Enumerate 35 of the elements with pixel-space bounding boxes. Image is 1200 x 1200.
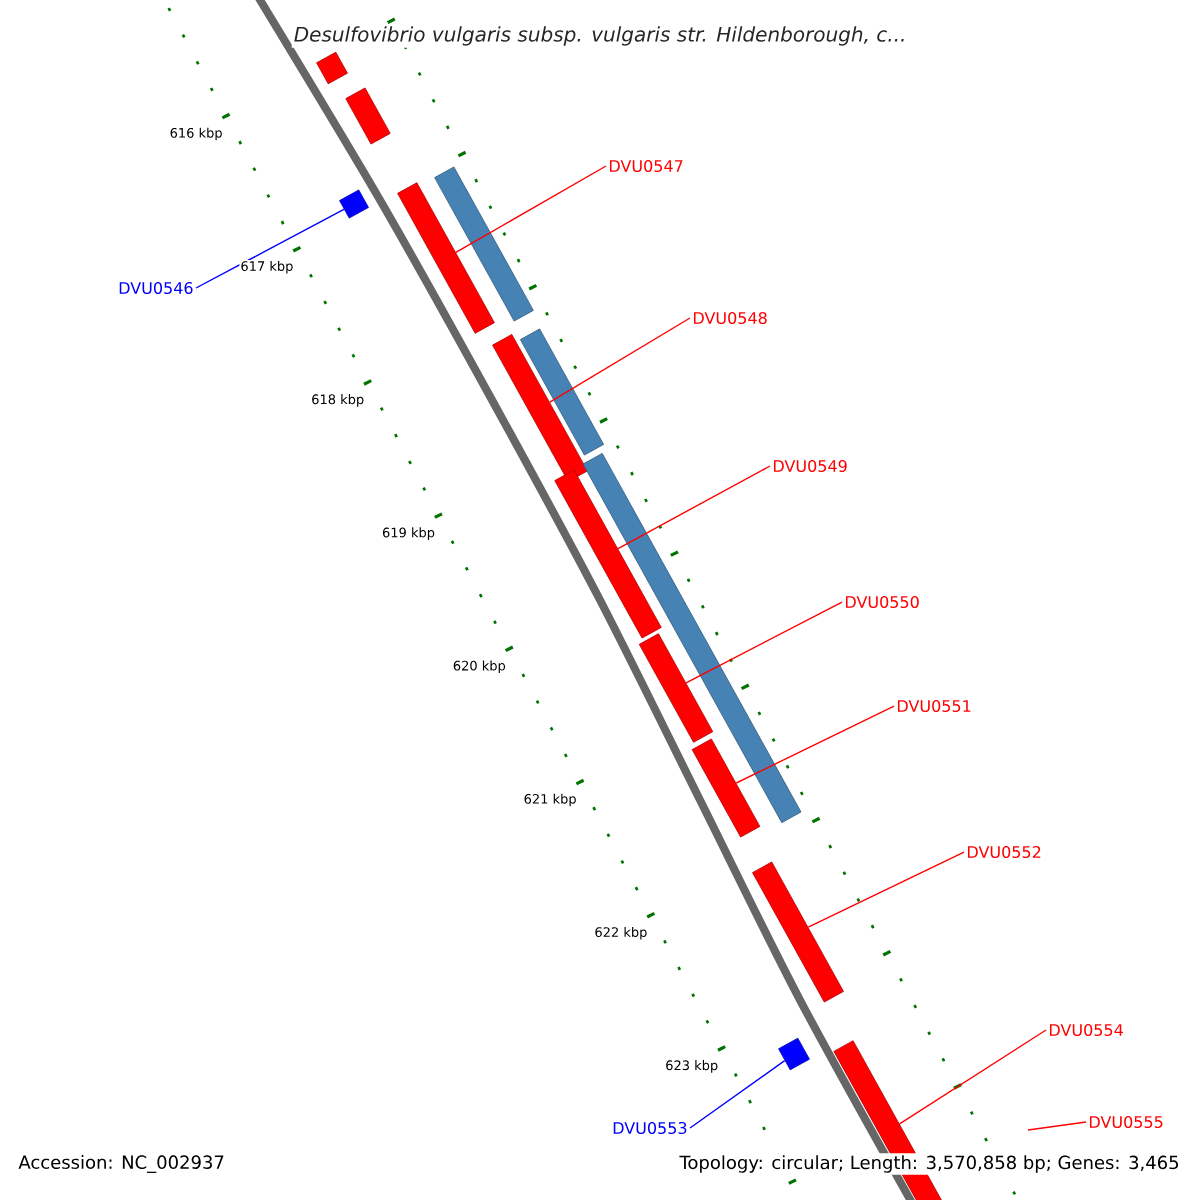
leader-line bbox=[1027, 1121, 1087, 1131]
leader-line bbox=[195, 208, 345, 289]
gene-label: DVU0553 bbox=[613, 1121, 687, 1135]
leader-line bbox=[735, 705, 895, 784]
gene-label: DVU0549 bbox=[774, 459, 847, 473]
footer-text: Topology: circular; Length: 3,570,858 bp; Genes: 3,465 bbox=[677, 1153, 1182, 1175]
title: Desulfovibrio vulgaris subsp. vulgaris str. Hildenborough, c... bbox=[291, 24, 909, 48]
gene-bar bbox=[345, 87, 391, 145]
leader-line bbox=[689, 1059, 786, 1129]
gene-bar bbox=[316, 51, 348, 85]
leader-line bbox=[685, 601, 843, 684]
gene-label: DVU0546 bbox=[119, 281, 193, 295]
gene-label: DVU0554 bbox=[1050, 1023, 1123, 1037]
footer-text: Accession: NC_002937 bbox=[16, 1153, 227, 1175]
gene-label: DVU0548 bbox=[694, 311, 767, 325]
gene-bar bbox=[339, 189, 369, 219]
gene-bar bbox=[752, 861, 844, 1003]
gene-label: DVU0550 bbox=[846, 595, 919, 609]
gene-bar bbox=[492, 334, 588, 482]
gene-bar bbox=[778, 1037, 810, 1071]
gene-bar bbox=[397, 182, 495, 334]
leader-line bbox=[898, 1029, 1047, 1125]
gene-label: DVU0547 bbox=[609, 159, 683, 173]
leader-line bbox=[455, 165, 607, 253]
gene-bar bbox=[520, 328, 605, 456]
leader-line bbox=[549, 317, 691, 403]
gene-label: DVU0551 bbox=[898, 699, 971, 713]
gene-label: DVU0552 bbox=[968, 845, 1041, 859]
leader-line bbox=[617, 465, 771, 550]
gene-bar bbox=[434, 166, 534, 322]
gene-bar bbox=[691, 738, 761, 838]
gene-bar bbox=[638, 633, 714, 743]
gene-bar bbox=[554, 469, 662, 639]
gene-label: DVU0555 bbox=[1090, 1115, 1163, 1129]
leader-line bbox=[807, 851, 965, 928]
